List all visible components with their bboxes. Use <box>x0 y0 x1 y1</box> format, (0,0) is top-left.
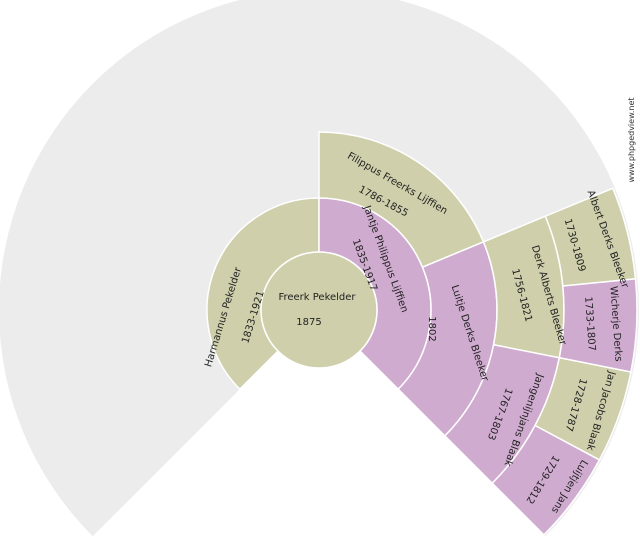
segment-gg-grandmother-2[interactable] <box>491 424 601 536</box>
segment-gg-grandmother-1[interactable] <box>558 278 638 373</box>
person-dates-luitje: 1802 <box>426 316 437 341</box>
root-person-dates: 1875 <box>296 317 321 328</box>
root-person-circle[interactable] <box>260 251 378 369</box>
watermark-text: www.phpgedview.net <box>627 97 636 182</box>
person-name-wicherje: Wicherje Derks <box>607 286 623 362</box>
person-dates-wicherje: 1733-1807 <box>582 296 597 351</box>
root-person-name: Freerk Pekelder <box>278 292 356 303</box>
